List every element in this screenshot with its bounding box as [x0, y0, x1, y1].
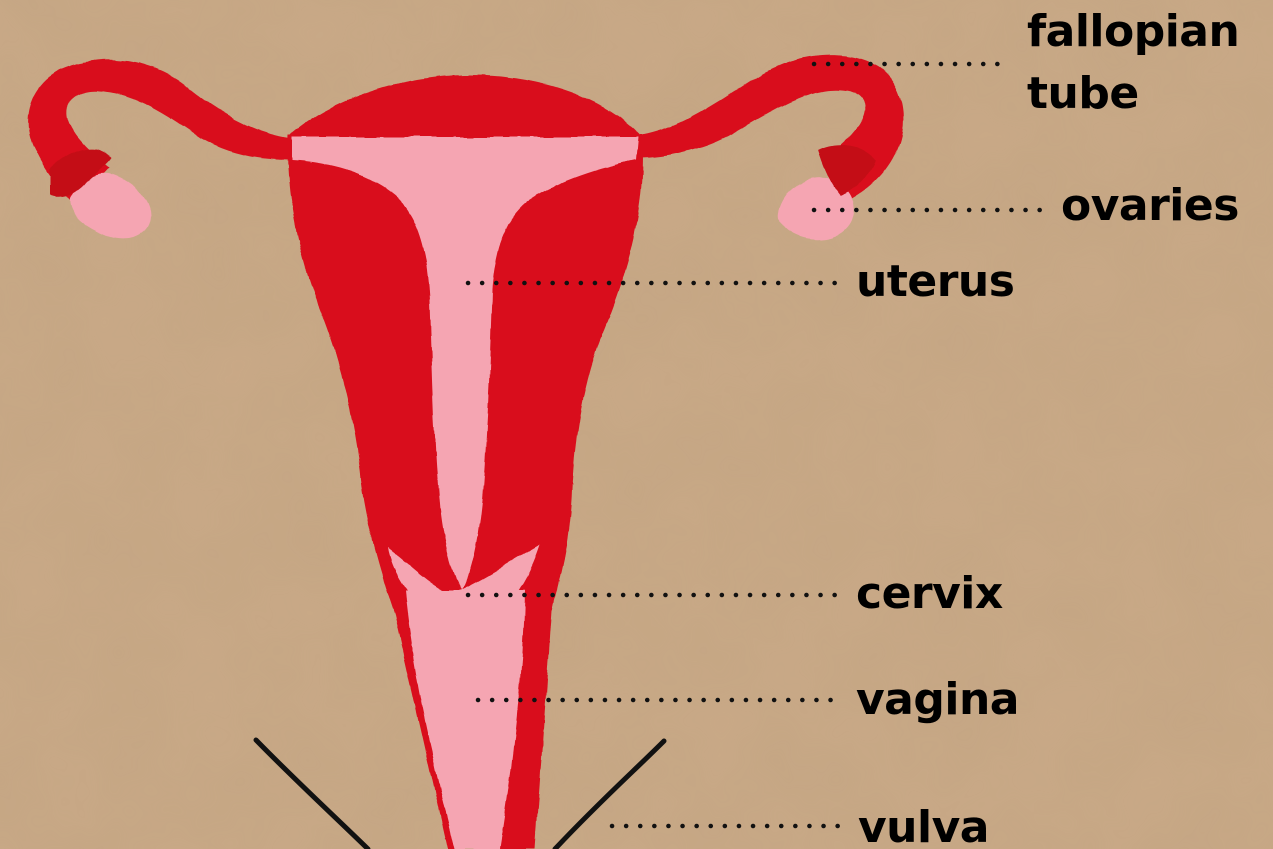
label-vagina: vagina [856, 669, 1019, 731]
label-vulva: vulva [858, 797, 989, 849]
label-ovaries: ovaries [1061, 175, 1239, 237]
label-fallopian-tube-line-2: tube [1027, 63, 1239, 125]
label-fallopian-tube: fallopian tube [1027, 1, 1239, 125]
label-fallopian-tube-line-1: fallopian [1027, 1, 1239, 63]
label-cervix: cervix [856, 563, 1003, 625]
label-uterus: uterus [856, 251, 1014, 313]
